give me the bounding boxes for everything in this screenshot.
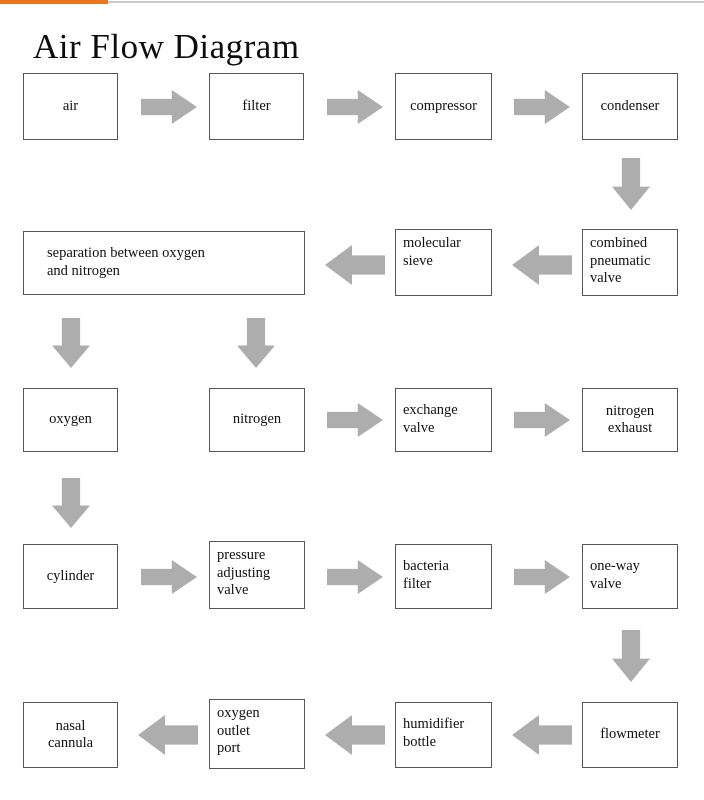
node-nasal-cannula-label: nasal cannula <box>47 717 94 752</box>
node-compressor-label: compressor <box>410 97 477 114</box>
arrow-combined-pneumatic-valve-to-molecular-sieve <box>512 245 572 285</box>
node-nasal-cannula[interactable]: nasal cannula <box>23 702 118 768</box>
node-filter[interactable]: filter <box>209 73 304 140</box>
node-separation[interactable]: separation between oxygen and nitrogen <box>23 231 305 295</box>
node-cylinder[interactable]: cylinder <box>23 544 118 609</box>
node-air-label: air <box>62 97 79 114</box>
node-combined-pneumatic-valve-label: combined pneumatic valve <box>590 235 651 286</box>
top-accent-bar-gray <box>108 1 704 3</box>
node-molecular-sieve-label: molecular sieve <box>403 235 461 269</box>
node-molecular-sieve[interactable]: molecular sieve <box>395 229 492 296</box>
node-bacteria-filter[interactable]: bacteria filter <box>395 544 492 609</box>
node-bacteria-filter-label: bacteria filter <box>403 558 449 592</box>
arrow-pressure-adjusting-valve-to-bacteria-filter <box>327 560 383 594</box>
node-nitrogen-exhaust-label: nitrogen exhaust <box>605 402 655 437</box>
node-humidifier-bottle-label: humidifier bottle <box>403 716 465 750</box>
node-nitrogen-exhaust[interactable]: nitrogen exhaust <box>582 388 678 452</box>
arrow-compressor-to-condenser <box>514 90 570 124</box>
node-nitrogen-label: nitrogen <box>232 411 282 428</box>
node-flowmeter-label: flowmeter <box>600 726 660 743</box>
node-cylinder-label: cylinder <box>46 567 95 584</box>
page-title: Air Flow Diagram <box>33 27 300 67</box>
arrow-separation-to-oxygen <box>52 318 90 368</box>
node-filter-label: filter <box>242 97 271 114</box>
arrow-separation-to-nitrogen <box>237 318 275 368</box>
arrow-humidifier-bottle-to-oxygen-outlet-port <box>325 715 385 755</box>
arrow-oxygen-to-cylinder <box>52 478 90 528</box>
top-accent-bar-orange <box>0 0 108 4</box>
node-nitrogen[interactable]: nitrogen <box>209 388 305 452</box>
node-pressure-adjusting-valve-label: pressure adjusting valve <box>217 547 271 598</box>
arrow-flowmeter-to-humidifier-bottle <box>512 715 572 755</box>
node-condenser[interactable]: condenser <box>582 73 678 140</box>
node-oxygen-outlet-port-label: oxygen outlet port <box>217 705 260 756</box>
node-compressor[interactable]: compressor <box>395 73 492 140</box>
arrow-bacteria-filter-to-one-way-valve <box>514 560 570 594</box>
node-oxygen-outlet-port[interactable]: oxygen outlet port <box>209 699 305 769</box>
arrow-cylinder-to-pressure-adjusting-valve <box>141 560 197 594</box>
node-flowmeter[interactable]: flowmeter <box>582 702 678 768</box>
node-one-way-valve[interactable]: one-way valve <box>582 544 678 609</box>
arrow-condenser-to-combined-pneumatic-valve <box>612 158 650 210</box>
arrow-exchange-valve-to-nitrogen-exhaust <box>514 403 570 437</box>
arrow-one-way-valve-to-flowmeter <box>612 630 650 682</box>
node-oxygen-label: oxygen <box>49 411 92 428</box>
node-separation-label: separation between oxygen and nitrogen <box>47 245 205 279</box>
arrow-air-to-filter <box>141 90 197 124</box>
node-one-way-valve-label: one-way valve <box>590 558 640 592</box>
node-combined-pneumatic-valve[interactable]: combined pneumatic valve <box>582 229 678 296</box>
node-pressure-adjusting-valve[interactable]: pressure adjusting valve <box>209 541 305 609</box>
node-air[interactable]: air <box>23 73 118 140</box>
node-exchange-valve-label: exchange valve <box>403 402 458 436</box>
arrow-molecular-sieve-to-separation <box>325 245 385 285</box>
node-condenser-label: condenser <box>600 97 660 114</box>
arrow-filter-to-compressor <box>327 90 383 124</box>
arrow-nitrogen-to-exchange-valve <box>327 403 383 437</box>
node-oxygen[interactable]: oxygen <box>23 388 118 452</box>
node-humidifier-bottle[interactable]: humidifier bottle <box>395 702 492 768</box>
node-exchange-valve[interactable]: exchange valve <box>395 388 492 452</box>
arrow-oxygen-outlet-port-to-nasal-cannula <box>138 715 198 755</box>
